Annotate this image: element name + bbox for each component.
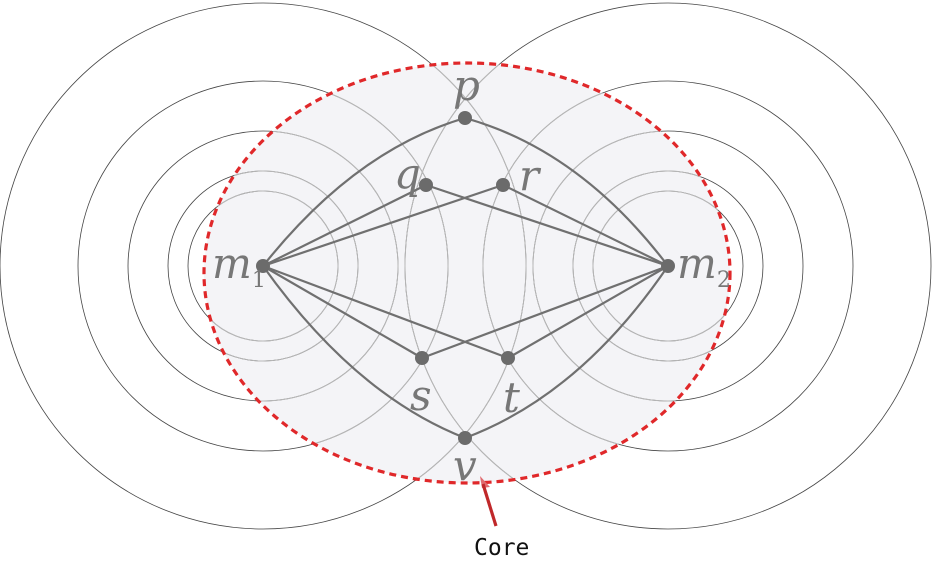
core-boundary xyxy=(202,61,732,485)
node-labels: m1 m2 p q r s t v xyxy=(212,61,731,490)
edge-m1-s xyxy=(262,265,423,359)
label-q: q xyxy=(394,149,421,198)
label-m1: m1 xyxy=(212,239,266,293)
label-t: t xyxy=(503,373,520,422)
label-m1-main: m xyxy=(212,239,252,288)
label-s: s xyxy=(410,371,432,420)
edge-m2-t xyxy=(507,265,669,359)
edges xyxy=(262,116,669,440)
label-m2-sub: 2 xyxy=(717,268,731,293)
core-region xyxy=(204,63,730,483)
label-p: p xyxy=(453,61,480,110)
edge-m1-p xyxy=(262,116,466,267)
core-annotation: Core xyxy=(474,476,529,561)
label-v: v xyxy=(453,441,477,490)
node-p[interactable] xyxy=(458,111,472,125)
node-s[interactable] xyxy=(415,351,429,365)
edge-m1-q xyxy=(262,184,427,267)
label-m1-sub: 1 xyxy=(252,268,266,293)
node-t[interactable] xyxy=(501,351,515,365)
edge-m2-v xyxy=(464,265,669,440)
edge-m2-s xyxy=(421,264,669,360)
node-m2[interactable] xyxy=(661,259,675,273)
m2-inner-arc-1 xyxy=(592,190,730,342)
label-m2: m2 xyxy=(677,239,731,293)
m2-inner-arc-5 xyxy=(404,63,730,483)
edge-m2-p xyxy=(464,116,669,267)
nodes xyxy=(256,111,675,445)
core-label: Core xyxy=(474,535,529,561)
edge-m1-v xyxy=(262,265,466,440)
node-r[interactable] xyxy=(496,178,510,192)
core-arrow xyxy=(481,483,498,527)
label-m2-main: m xyxy=(677,239,717,288)
m1-inner-arc-2 xyxy=(204,170,359,362)
m1-inner-arc-5 xyxy=(204,63,527,483)
edge-m2-r xyxy=(502,184,669,267)
label-r: r xyxy=(519,151,542,200)
edge-m2-q xyxy=(425,183,669,268)
m1-inner-arc-1 xyxy=(204,190,339,342)
node-q[interactable] xyxy=(419,178,433,192)
node-v[interactable] xyxy=(458,431,472,445)
edge-m1-t xyxy=(262,264,509,360)
m2-inner-arc-2 xyxy=(572,170,730,362)
node-m1[interactable] xyxy=(256,259,270,273)
